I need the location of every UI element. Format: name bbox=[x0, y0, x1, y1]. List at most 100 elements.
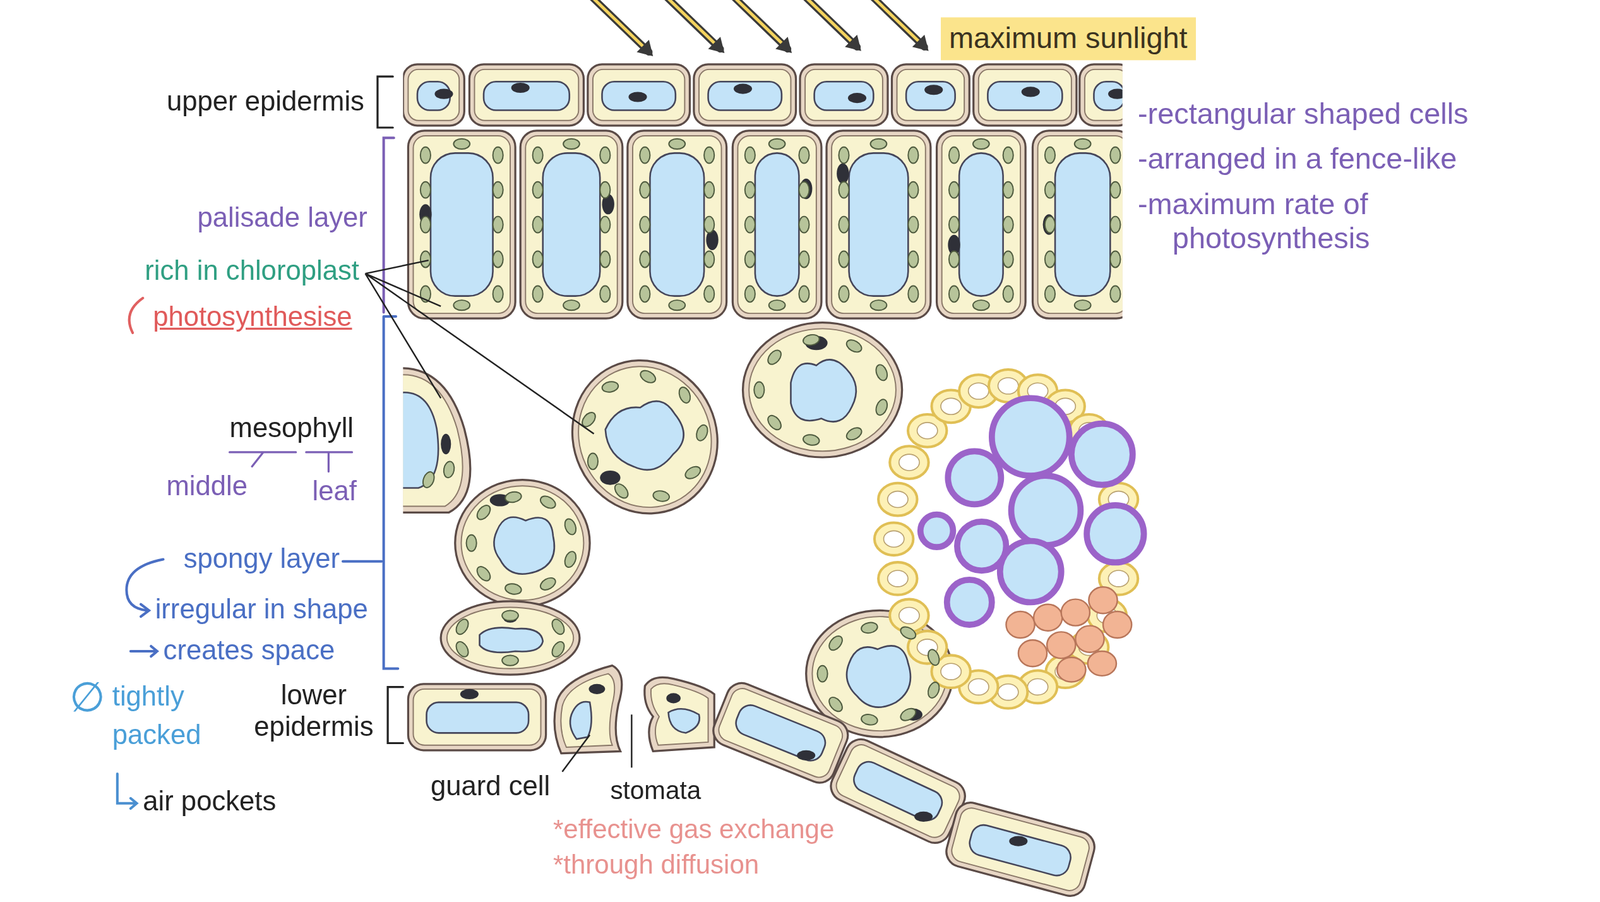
part-label: lower epidermis bbox=[250, 679, 378, 743]
chloroplast bbox=[745, 251, 756, 268]
sheath-cell bbox=[889, 445, 929, 479]
chloroplast bbox=[1044, 181, 1056, 199]
chloroplast bbox=[587, 453, 598, 470]
sheath-cell bbox=[878, 483, 917, 516]
chloroplast bbox=[973, 138, 990, 150]
chloroplast bbox=[860, 621, 879, 634]
chloroplast bbox=[493, 216, 504, 233]
chloroplast bbox=[826, 633, 845, 653]
chloroplast bbox=[466, 534, 477, 552]
chloroplast bbox=[668, 299, 686, 311]
spongy-cells bbox=[387, 322, 953, 737]
leader-lines bbox=[365, 260, 633, 772]
note-text: -arranged in a fence-like bbox=[1137, 142, 1457, 177]
note-text: irregular in shape bbox=[155, 594, 369, 626]
chloroplast bbox=[639, 216, 650, 233]
palisade-cells bbox=[407, 130, 1123, 319]
sheath-cell-core bbox=[998, 683, 1019, 701]
chloroplast bbox=[838, 216, 849, 233]
chloroplast bbox=[907, 181, 919, 199]
chloroplast bbox=[745, 147, 756, 164]
chloroplast bbox=[907, 285, 919, 302]
chloroplast bbox=[421, 470, 437, 490]
sheath-cell-core bbox=[968, 382, 989, 400]
chloroplast bbox=[420, 147, 431, 164]
chloroplast bbox=[817, 665, 828, 682]
chloroplast bbox=[549, 616, 568, 636]
sheath-cell-core bbox=[899, 607, 920, 624]
chloroplast bbox=[898, 705, 918, 723]
chloroplast bbox=[873, 363, 890, 383]
chloroplast bbox=[949, 251, 960, 268]
chloroplast bbox=[802, 333, 821, 347]
chloroplast bbox=[844, 424, 864, 442]
part-label: guard cell bbox=[430, 770, 550, 802]
chloroplast bbox=[562, 549, 578, 569]
chloroplast bbox=[442, 460, 456, 478]
sheath-cell-core bbox=[1027, 678, 1048, 696]
note-text: creates space bbox=[163, 634, 336, 667]
chloroplast bbox=[1074, 299, 1092, 311]
chloroplast bbox=[798, 181, 809, 199]
chloroplast bbox=[532, 181, 544, 199]
part-label: spongy layer bbox=[183, 543, 340, 575]
chloroplast bbox=[652, 489, 670, 502]
chloroplast bbox=[870, 138, 888, 150]
chloroplast bbox=[694, 423, 710, 442]
chloroplast bbox=[704, 285, 715, 302]
chloroplast bbox=[926, 680, 942, 700]
chloroplast bbox=[599, 216, 610, 233]
chloroplast bbox=[838, 285, 849, 302]
chloroplast bbox=[1044, 147, 1056, 164]
sheath-cell-core bbox=[968, 678, 989, 696]
note-text: *effective gas exchange bbox=[553, 814, 835, 845]
chloroplast bbox=[704, 251, 715, 268]
chloroplast bbox=[549, 639, 568, 659]
chloroplast bbox=[1110, 285, 1121, 302]
chloroplast bbox=[1110, 181, 1121, 199]
chloroplast bbox=[798, 251, 809, 268]
part-label: mesophyll bbox=[229, 412, 354, 444]
chloroplast bbox=[493, 147, 504, 164]
chloroplast bbox=[1074, 138, 1092, 150]
chloroplast bbox=[838, 147, 849, 164]
chloroplast bbox=[639, 285, 650, 302]
xylem bbox=[920, 397, 1145, 625]
sheath-cell-core bbox=[998, 377, 1019, 395]
chloroplast bbox=[563, 299, 580, 311]
chloroplast bbox=[562, 517, 578, 537]
chloroplast bbox=[599, 181, 610, 199]
chloroplast bbox=[638, 368, 658, 386]
chloroplast bbox=[538, 575, 558, 593]
note-text: -rectangular shaped cells bbox=[1137, 97, 1469, 132]
chloroplast bbox=[599, 251, 610, 268]
chloroplast bbox=[563, 138, 580, 150]
sheath-cell-core bbox=[887, 570, 908, 587]
chloroplast bbox=[474, 563, 494, 583]
chloroplast bbox=[474, 502, 494, 522]
sheath-cell-core bbox=[940, 662, 962, 680]
chloroplast bbox=[745, 216, 756, 233]
chloroplast bbox=[420, 216, 431, 233]
chloroplasts bbox=[420, 138, 1121, 727]
chloroplast bbox=[1003, 216, 1014, 233]
chloroplast bbox=[844, 337, 864, 355]
chloroplast bbox=[798, 216, 809, 233]
chloroplast bbox=[798, 147, 809, 164]
chloroplast bbox=[1110, 251, 1121, 268]
chloroplast bbox=[898, 624, 918, 642]
chloroplast bbox=[826, 694, 845, 714]
chloroplast bbox=[532, 147, 544, 164]
chloroplast bbox=[493, 251, 504, 268]
chloroplast bbox=[769, 138, 786, 150]
chloroplast bbox=[704, 181, 715, 199]
chloroplast bbox=[704, 147, 715, 164]
sheath-cell-core bbox=[1108, 570, 1129, 587]
chloroplast bbox=[493, 285, 504, 302]
chloroplast bbox=[1044, 216, 1056, 233]
chloroplast bbox=[683, 464, 703, 482]
highlight-text: maximum sunlight bbox=[949, 21, 1188, 56]
note-text: middle bbox=[166, 470, 248, 502]
sheath-cell-core bbox=[940, 397, 962, 415]
